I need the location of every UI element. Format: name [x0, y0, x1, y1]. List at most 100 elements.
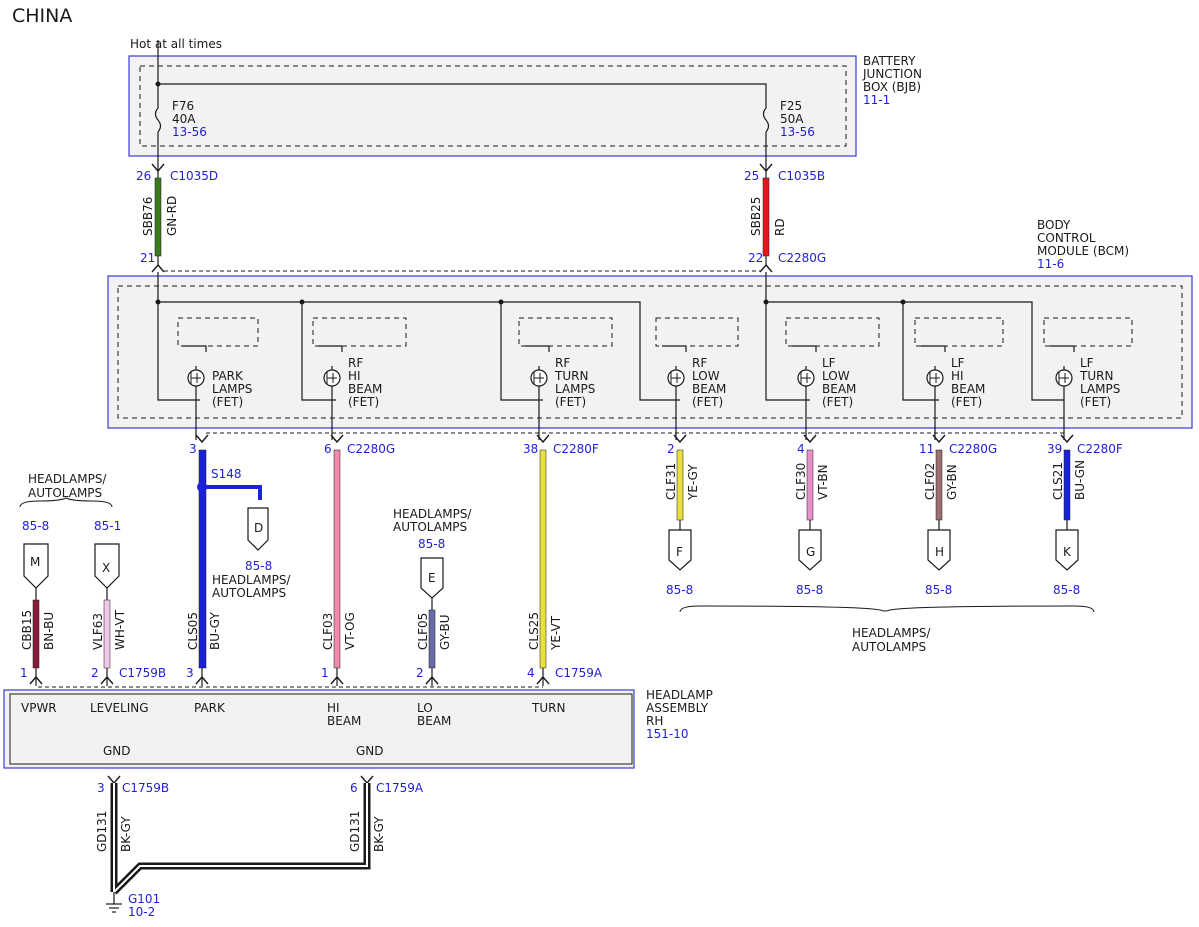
svg-text:RH: RH [646, 714, 663, 728]
bcm-inner-box [117, 285, 1183, 419]
svg-text:11-1: 11-1 [863, 93, 890, 107]
headlamp-assembly-box [3, 689, 635, 769]
svg-text:CLF03: CLF03 [321, 613, 335, 650]
svg-text:AUTOLAMPS: AUTOLAMPS [852, 640, 926, 654]
svg-text:GND: GND [356, 744, 384, 758]
svg-text:BK-GY: BK-GY [119, 816, 133, 852]
svg-text:2: 2 [91, 666, 99, 680]
svg-text:13-56: 13-56 [780, 125, 815, 139]
svg-text:GD131: GD131 [348, 811, 362, 852]
svg-text:LF: LF [1080, 356, 1094, 370]
svg-text:22: 22 [748, 251, 763, 265]
svg-text:G101: G101 [128, 892, 160, 906]
svg-text:BEAM: BEAM [417, 714, 451, 728]
svg-text:AUTOLAMPS: AUTOLAMPS [212, 586, 286, 600]
svg-text:TURN: TURN [554, 369, 588, 383]
svg-text:6: 6 [350, 781, 358, 795]
svg-text:HI: HI [951, 369, 964, 383]
svg-text:BN-BU: BN-BU [42, 612, 56, 650]
svg-text:RF: RF [555, 356, 570, 370]
svg-text:BK-GY: BK-GY [372, 816, 386, 852]
svg-text:50A: 50A [780, 112, 804, 126]
svg-text:ASSEMBLY: ASSEMBLY [646, 701, 709, 715]
svg-text:HEADLAMPS/: HEADLAMPS/ [28, 472, 107, 486]
svg-text:C2280F: C2280F [1077, 442, 1123, 456]
svg-text:YE-GY: YE-GY [686, 464, 700, 501]
svg-text:1: 1 [321, 666, 329, 680]
svg-text:MODULE (BCM): MODULE (BCM) [1037, 244, 1129, 258]
wire-sbb76: 26 C1035D SBB76 GN-RD 21 [136, 163, 218, 273]
svg-text:C1759A: C1759A [555, 666, 603, 680]
wire-sbb25: 25 C1035B SBB25 RD 22 C2280G [744, 163, 826, 273]
svg-text:85-8: 85-8 [245, 559, 272, 573]
svg-text:LAMPS: LAMPS [555, 382, 595, 396]
svg-text:BODY: BODY [1037, 218, 1071, 232]
svg-text:C1035D: C1035D [170, 169, 218, 183]
svg-text:X: X [102, 561, 110, 575]
svg-text:C1759B: C1759B [122, 781, 169, 795]
svg-text:C2280F: C2280F [553, 442, 599, 456]
svg-text:VLF63: VLF63 [91, 613, 105, 650]
svg-text:K: K [1063, 545, 1072, 559]
svg-text:38: 38 [523, 442, 538, 456]
fuse-f25: F25 50A 13-56 [762, 99, 815, 170]
svg-text:CLF02: CLF02 [923, 463, 937, 500]
svg-text:BOX (BJB): BOX (BJB) [863, 80, 921, 94]
svg-text:GD131: GD131 [95, 811, 109, 852]
ground-wire-2: 6 C1759A GD131 BK-GY [348, 775, 424, 852]
svg-text:TURN: TURN [531, 701, 565, 715]
svg-text:2: 2 [667, 442, 675, 456]
svg-text:(FET): (FET) [555, 395, 586, 409]
svg-text:11: 11 [919, 442, 934, 456]
svg-text:RF: RF [348, 356, 363, 370]
bcm-output-3: 2 [667, 434, 687, 456]
svg-text:CLF05: CLF05 [416, 613, 430, 650]
svg-text:D: D [254, 521, 263, 535]
svg-text:2: 2 [416, 666, 424, 680]
svg-text:6: 6 [324, 442, 332, 456]
svg-text:C1035B: C1035B [778, 169, 825, 183]
svg-text:25: 25 [744, 169, 759, 183]
svg-text:HEADLAMPS/: HEADLAMPS/ [212, 573, 291, 587]
svg-text:LF: LF [951, 356, 965, 370]
svg-text:HI: HI [327, 701, 340, 715]
svg-text:(FET): (FET) [951, 395, 982, 409]
svg-text:GY-BU: GY-BU [438, 614, 452, 650]
svg-text:HI: HI [348, 369, 361, 383]
svg-text:RF: RF [692, 356, 707, 370]
svg-text:H: H [935, 545, 944, 559]
bcm-output-2: 38 C2280F [523, 434, 599, 456]
svg-text:HEADLAMP: HEADLAMP [646, 688, 713, 702]
headlamp-label: HEADLAMP ASSEMBLY RH 151-10 [646, 688, 713, 741]
bcm-box [107, 275, 1193, 429]
left-headlamps-group: HEADLAMPS/ AUTOLAMPS [19, 472, 113, 508]
svg-text:BEAM: BEAM [348, 382, 382, 396]
svg-text:AUTOLAMPS: AUTOLAMPS [393, 520, 467, 534]
svg-text:E: E [428, 571, 436, 585]
svg-text:F25: F25 [780, 99, 802, 113]
svg-text:11-6: 11-6 [1037, 257, 1064, 271]
svg-text:PARK: PARK [212, 369, 244, 383]
svg-text:(FET): (FET) [822, 395, 853, 409]
svg-text:13-56: 13-56 [172, 125, 207, 139]
svg-text:4: 4 [527, 666, 535, 680]
svg-text:CLS21: CLS21 [1051, 462, 1065, 500]
svg-text:CLF31: CLF31 [664, 463, 678, 500]
svg-text:LOW: LOW [692, 369, 720, 383]
svg-text:3: 3 [97, 781, 105, 795]
svg-text:CBB15: CBB15 [20, 610, 34, 650]
svg-text:GY-BN: GY-BN [945, 464, 959, 500]
svg-text:85-8: 85-8 [796, 583, 823, 597]
